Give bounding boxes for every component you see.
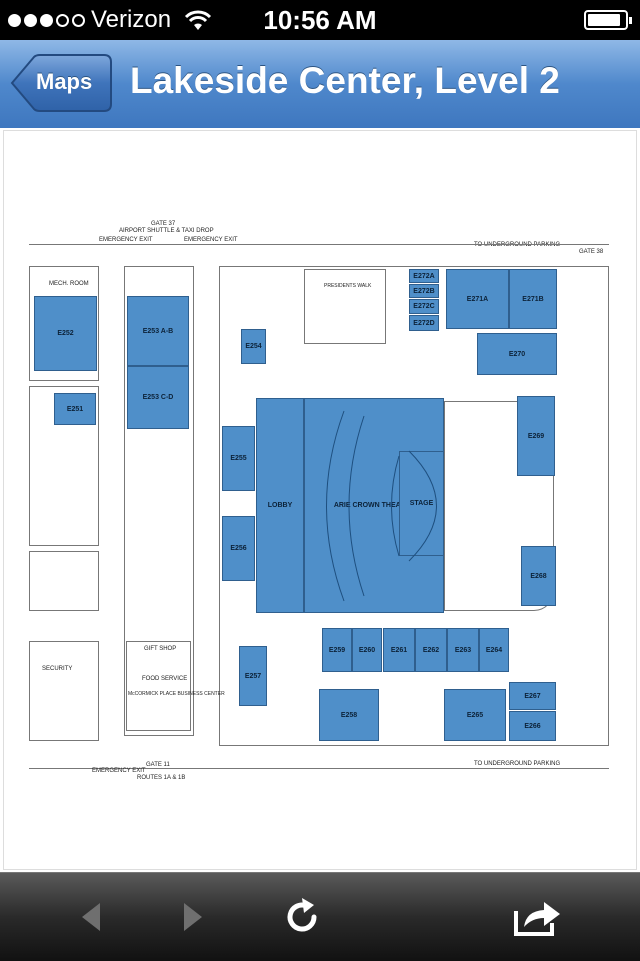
room-e271b[interactable]: E271B — [509, 269, 557, 329]
room-e254[interactable]: E254 — [241, 329, 266, 364]
room-e272b[interactable]: E272B — [409, 284, 439, 298]
routes-label: ROUTES 1A & 1B — [137, 775, 186, 781]
room-e264[interactable]: E264 — [479, 628, 509, 672]
share-icon[interactable] — [510, 893, 566, 941]
battery-icon — [584, 10, 632, 30]
underground-parking-label: TO UNDERGROUND PARKING — [474, 242, 561, 248]
reload-icon[interactable] — [278, 893, 326, 941]
back-button-label: Maps — [36, 69, 93, 94]
map-view[interactable]: GATE 37 AIRPORT SHUTTLE & TAXI DROP EMER… — [0, 128, 640, 872]
gate-right-label: GATE 38 — [579, 249, 604, 255]
room-e268[interactable]: E268 — [521, 546, 556, 606]
room-e266[interactable]: E266 — [509, 711, 556, 741]
room-e272a[interactable]: E272A — [409, 269, 439, 283]
room-e251[interactable]: E251 — [54, 393, 96, 425]
room-e257[interactable]: E257 — [239, 646, 267, 706]
page-title: Lakeside Center, Level 2 — [130, 60, 560, 101]
gate-top-label: GATE 37 — [151, 221, 176, 227]
back-arrow-icon[interactable] — [68, 893, 116, 941]
status-bar: Verizon 10:56 AM — [0, 0, 640, 40]
carrier-name: Verizon — [91, 6, 172, 33]
wifi-icon — [185, 10, 212, 30]
room-e261[interactable]: E261 — [383, 628, 415, 672]
room-e272d[interactable]: E272D — [409, 315, 439, 331]
gate-bottom-label: GATE 11 — [146, 762, 170, 768]
room-e269[interactable]: E269 — [517, 396, 555, 476]
emergency-exit-label-2: EMERGENCY EXIT — [184, 237, 238, 243]
room-lobby[interactable]: LOBBY — [256, 398, 304, 613]
room-e252[interactable]: E252 — [34, 296, 97, 371]
gift-shop-label: GIFT SHOP — [144, 646, 177, 652]
room-e256[interactable]: E256 — [222, 516, 255, 581]
gate-top-sub-label: AIRPORT SHUTTLE & TAXI DROP — [119, 228, 214, 234]
forward-arrow-icon[interactable] — [168, 893, 216, 941]
browser-toolbar — [0, 872, 640, 961]
clock: 10:56 AM — [263, 5, 377, 35]
room-e262[interactable]: E262 — [415, 628, 447, 672]
room-e263[interactable]: E263 — [447, 628, 479, 672]
business-center-label: McCORMICK PLACE BUSINESS CENTER — [128, 691, 225, 697]
room-e260[interactable]: E260 — [352, 628, 382, 672]
security-label: SECURITY — [42, 666, 73, 672]
food-service-label: FOOD SERVICE — [142, 676, 188, 682]
underground-parking-bottom-label: TO UNDERGROUND PARKING — [474, 761, 561, 767]
floor-plan: GATE 37 AIRPORT SHUTTLE & TAXI DROP EMER… — [3, 130, 637, 870]
carrier: Verizon — [8, 6, 213, 34]
signal-strength-icon — [8, 13, 85, 27]
presidents-walk-label: PRESIDENTS WALK — [324, 283, 372, 289]
theater-seating-arcs — [326, 410, 437, 602]
room-e265[interactable]: E265 — [444, 689, 506, 741]
room-e253-ab[interactable]: E253 A-B — [127, 296, 189, 366]
room-e258[interactable]: E258 — [319, 689, 379, 741]
room-e255[interactable]: E255 — [222, 426, 255, 491]
room-e253-cd[interactable]: E253 C-D — [127, 366, 189, 429]
room-e271a[interactable]: E271A — [446, 269, 509, 329]
room-e272c[interactable]: E272C — [409, 299, 439, 314]
emergency-exit-bottom-label: EMERGENCY EXIT — [92, 768, 146, 774]
emergency-exit-label: EMERGENCY EXIT — [99, 237, 153, 243]
room-e270[interactable]: E270 — [477, 333, 557, 375]
navigation-bar: Maps Lakeside Center, Level 2 — [0, 40, 640, 129]
room-e259[interactable]: E259 — [322, 628, 352, 672]
room-e267[interactable]: E267 — [509, 682, 556, 710]
back-button[interactable]: Maps — [10, 54, 112, 112]
